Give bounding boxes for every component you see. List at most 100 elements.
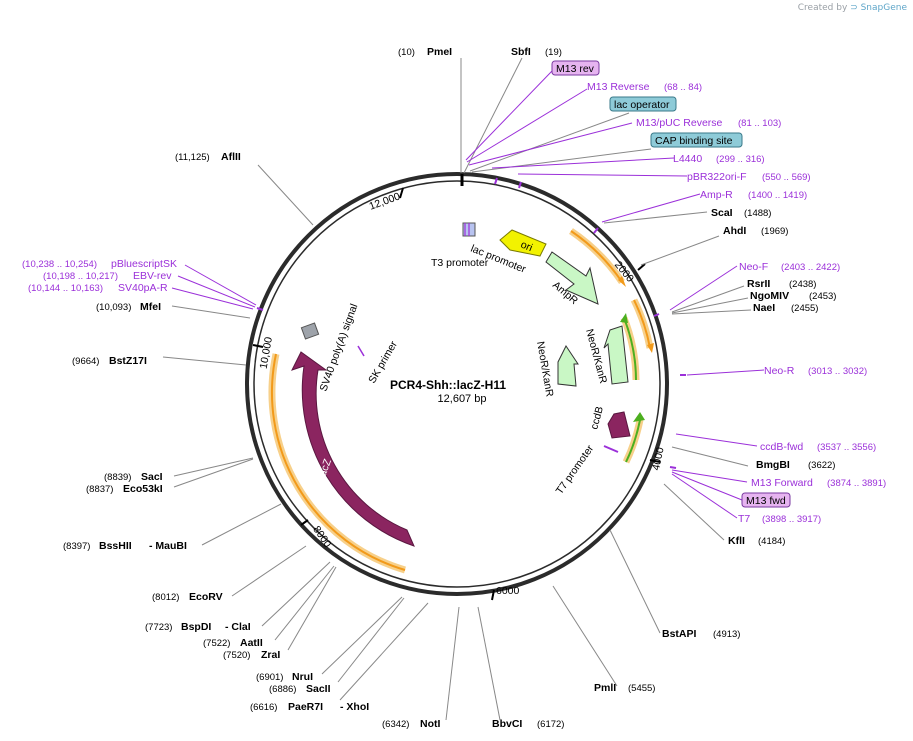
m13-reverse-label[interactable]: M13 Reverse: [587, 81, 650, 93]
lacz-arrow[interactable]: [291, 351, 415, 547]
m13-fwd-box[interactable]: [741, 492, 791, 508]
naei-label[interactable]: NaeI: [753, 302, 775, 314]
m13-fwd-label: M13 fwd: [746, 495, 786, 507]
ccdb-green-arrowhead: [633, 412, 645, 422]
amp-r-label[interactable]: Amp-R: [700, 189, 733, 201]
t7-label[interactable]: T7: [738, 513, 750, 525]
ccdb-fwd-label[interactable]: ccdB-fwd: [760, 441, 803, 453]
cap-binding-box[interactable]: [650, 132, 743, 148]
backbone-outer: [245, 172, 669, 596]
amp-r-pos: (1400 .. 1419): [748, 190, 807, 201]
ori-arrow[interactable]: [499, 229, 547, 257]
pmei-pos: (10): [398, 47, 415, 58]
neo-r-label[interactable]: Neo-R: [764, 365, 795, 377]
neo-green-arrowhead: [620, 313, 628, 323]
sv40pa-label[interactable]: SV40pA-R: [118, 282, 168, 294]
noti-label[interactable]: NotI: [420, 718, 440, 730]
bbvci-pos: (6172): [537, 719, 564, 730]
pmli-pos: (5455): [628, 683, 655, 694]
bbvci-label[interactable]: BbvCI: [492, 718, 522, 730]
aflii-pos: (11,125): [175, 152, 210, 163]
t7-pos: (3898 .. 3917): [762, 514, 821, 525]
lac-operator-box[interactable]: [609, 96, 677, 112]
eco53ki-label[interactable]: Eco53kI: [123, 483, 163, 495]
t7-promoter-label: T7 promoter: [554, 443, 597, 497]
ebv-pos: (10,198 .. 10,217): [43, 271, 118, 282]
pbr322-label[interactable]: pBR322ori-F: [687, 171, 747, 183]
sacii-pos: (6886): [269, 684, 296, 695]
maubi-label[interactable]: - MauBI: [149, 540, 187, 552]
saci-label[interactable]: SacI: [141, 471, 163, 483]
bmgbi-pos: (3622): [808, 460, 835, 471]
tick-label-4000: 4000: [650, 446, 667, 471]
tick-label-6000: 6000: [496, 585, 520, 597]
l4440-pos: (299 .. 316): [716, 154, 765, 165]
bstz17i-pos: (9664): [72, 356, 99, 367]
paer7i-label[interactable]: PaeR7I: [288, 701, 323, 713]
sv40-label: SV40 poly(A) signal: [318, 302, 361, 393]
pblue-label[interactable]: pBluescriptSK: [111, 258, 177, 270]
aatii-label[interactable]: AatII: [240, 637, 263, 649]
pbr322-pos: (550 .. 569): [762, 172, 811, 183]
pmli-label[interactable]: PmlI: [594, 682, 616, 694]
m13puc-label[interactable]: M13/pUC Reverse: [636, 117, 723, 129]
t7-promoter-mark: [603, 445, 619, 453]
l4440-label[interactable]: L4440: [673, 153, 702, 165]
mfei-label[interactable]: MfeI: [140, 301, 161, 313]
xhoi-label[interactable]: - XhoI: [340, 701, 369, 713]
ori-label: ori: [519, 239, 534, 254]
clai-label[interactable]: - ClaI: [225, 621, 251, 633]
nrui-label[interactable]: NruI: [292, 671, 313, 683]
rsrii-label[interactable]: RsrII: [747, 278, 770, 290]
sbfi-label[interactable]: SbfI: [511, 46, 531, 58]
bstapi-label[interactable]: BstAPI: [662, 628, 697, 640]
ecorv-label[interactable]: EcoRV: [189, 591, 223, 603]
zrai-label[interactable]: ZraI: [261, 649, 280, 661]
ccdb-fwd-pos: (3537 .. 3556): [817, 442, 876, 453]
m13puc-pos: (81 .. 103): [738, 118, 781, 129]
ccdb-arrow[interactable]: [607, 411, 631, 439]
ahdi-label[interactable]: AhdI: [723, 225, 746, 237]
mfei-pos: (10,093): [96, 302, 131, 313]
sv40pa-pos: (10,144 .. 10,163): [28, 283, 103, 294]
tick-marks: [252, 187, 661, 601]
neo-orf-arrowhead: [647, 343, 654, 353]
rsrii-pos: (2438): [789, 279, 816, 290]
pmei-label[interactable]: PmeI: [427, 46, 452, 58]
neor-arrow-1[interactable]: [603, 325, 629, 385]
m13-forward-label[interactable]: M13 Forward: [751, 477, 813, 489]
ngomiv-label[interactable]: NgoMIV: [750, 290, 789, 302]
ampr-orf-arrowhead: [618, 276, 626, 287]
sv40-box[interactable]: [300, 322, 320, 340]
snapgene-logo-icon: ⊃: [850, 3, 858, 13]
m13-reverse-pos: (68 .. 84): [664, 82, 702, 93]
aflii-label[interactable]: AflII: [221, 151, 241, 163]
ampr-arrow[interactable]: [545, 251, 599, 305]
bstapi-pos: (4913): [713, 629, 740, 640]
scai-label[interactable]: ScaI: [711, 207, 733, 219]
kfli-pos: (4184): [758, 536, 785, 547]
sk-primer-mark: [357, 345, 365, 357]
tick-label-10000: 10,000: [258, 336, 275, 370]
neo-f-pos: (2403 .. 2422): [781, 262, 840, 273]
scai-pos: (1488): [744, 208, 771, 219]
ngomiv-pos: (2453): [809, 291, 836, 302]
bspdi-label[interactable]: BspDI: [181, 621, 211, 633]
m13-rev-label: M13 rev: [556, 63, 595, 75]
pblue-pos: (10,238 .. 10,254): [22, 259, 97, 270]
bstz17i-label[interactable]: BstZ17I: [109, 355, 147, 367]
sacii-label[interactable]: SacII: [306, 683, 331, 695]
credit-prefix: Created by: [797, 3, 848, 13]
neo-f-label[interactable]: Neo-F: [739, 261, 768, 273]
neor-label-1: NeoR/KanR: [583, 328, 609, 386]
neor-label-2: NeoR/KanR: [534, 340, 556, 398]
ebv-label[interactable]: EBV-rev: [133, 270, 172, 282]
bmgbi-label[interactable]: BmgBI: [756, 459, 790, 471]
plasmid-length: 12,607 bp: [438, 393, 487, 405]
kfli-label[interactable]: KflI: [728, 535, 745, 547]
plasmid-name: PCR4-Shh::lacZ-H11: [390, 378, 506, 392]
bsshii-label[interactable]: BssHII: [99, 540, 132, 552]
m13-rev-box[interactable]: [551, 60, 600, 76]
neor-arrow-2[interactable]: [557, 345, 579, 387]
